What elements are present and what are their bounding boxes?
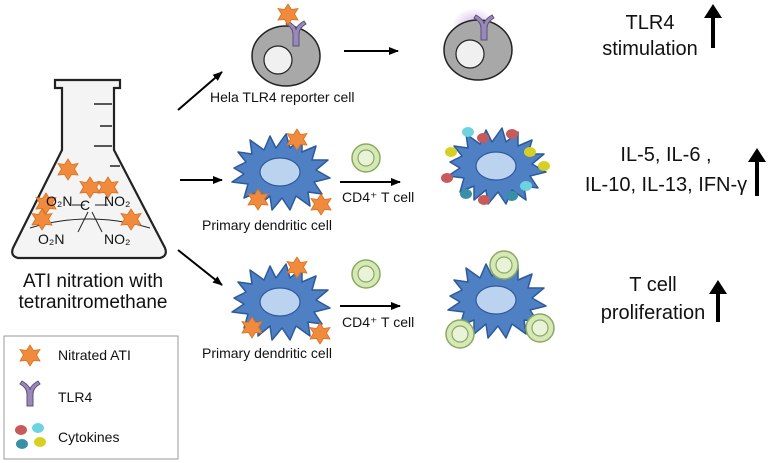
result-line2: stimulation (602, 38, 698, 60)
erlenmeyer-flask-icon (11, 78, 167, 260)
hela-cell-icon (251, 25, 321, 87)
t-cell-icon (351, 259, 381, 289)
t-cell-icon (445, 319, 475, 349)
up-arrow-icon (704, 4, 722, 48)
result-line1: TLR4 (625, 12, 675, 34)
legend-label-cytokines: Cytokines (58, 429, 120, 445)
cytokine-result: IL-5, IL-6 , IL-10, IL-13, IFN-γ (582, 144, 750, 196)
o2n-label-bottom: O₂N (38, 231, 65, 247)
arrow-to-hela (177, 71, 223, 111)
t-cell-icon (525, 313, 555, 343)
flask-caption: ATI nitration with tetranitromethane (4, 271, 182, 314)
cytokine-dots-icon (15, 423, 46, 449)
tlr4-stimulation-result: TLR4 stimulation (598, 12, 702, 60)
result-line2: IL-10, IL-13, IFN-γ (584, 174, 748, 196)
nitrated-ati-icon (310, 193, 332, 216)
nitrated-ati-icon (277, 3, 299, 26)
legend-label-nitrated-ati: Nitrated ATI (58, 347, 131, 363)
hela-cell-label: Hela TLR4 reporter cell (210, 89, 355, 105)
nitrated-ati-icon (286, 256, 308, 279)
t-cell-icon (489, 250, 519, 280)
result-line1: T cell (629, 274, 677, 296)
up-arrow-icon (748, 148, 766, 196)
cd4-t-cell-label: CD4⁺ T cell (342, 189, 415, 205)
result-line2: proliferation (600, 302, 706, 324)
result-line1: IL-5, IL-6 , (620, 144, 712, 166)
flask-caption-line2: tetranitromethane (18, 291, 168, 313)
o2n-label: O₂N (46, 193, 73, 209)
hela-cell-stimulated-icon (443, 19, 513, 81)
cd4-t-cell-label: CD4⁺ T cell (342, 314, 415, 330)
no2-label-bottom: NO₂ (104, 231, 131, 247)
cytokine-dots-icon (441, 127, 550, 205)
flask-caption-line1: ATI nitration with (22, 271, 164, 292)
nitrated-ati-icon (309, 322, 331, 345)
t-cell-icon (351, 143, 381, 173)
dendritic-cell-label: Primary dendritic cell (202, 217, 332, 233)
dendritic-cell-label: Primary dendritic cell (202, 345, 332, 361)
up-arrow-icon (709, 280, 727, 322)
t-cell-proliferation-result: T cell proliferation (590, 274, 716, 324)
legend-label-tlr4: TLR4 (58, 389, 93, 405)
arrow-to-dc-row3 (177, 249, 223, 286)
carbon-label: C (80, 197, 91, 213)
dendritic-cell-icon (231, 133, 331, 211)
no2-label: NO₂ (104, 193, 131, 209)
